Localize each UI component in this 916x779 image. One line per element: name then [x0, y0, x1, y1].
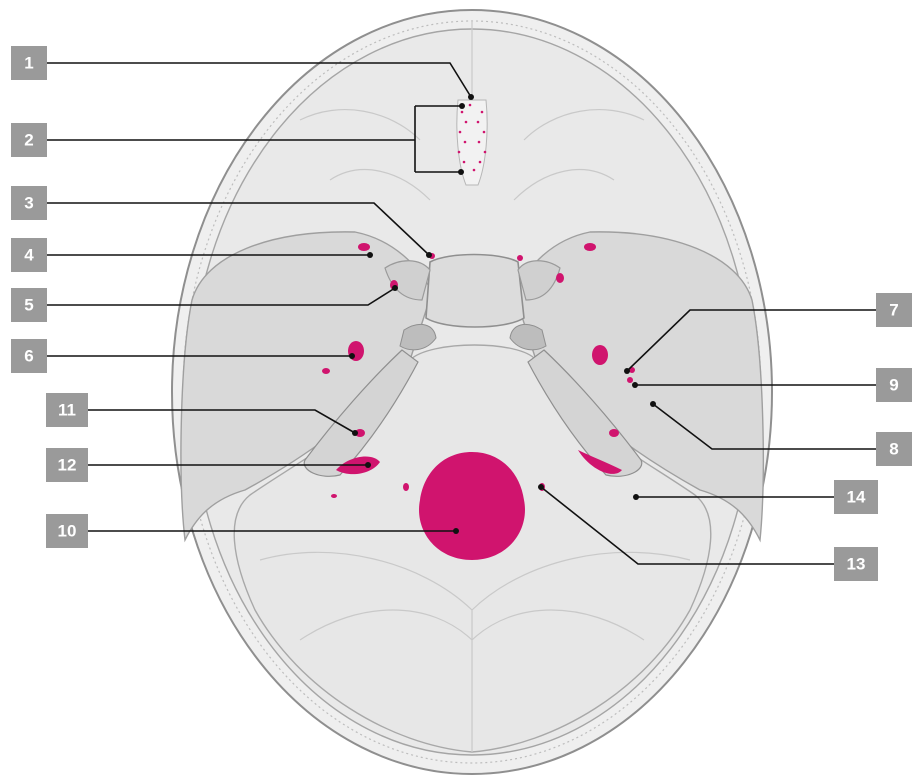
label-5: 5	[11, 288, 47, 322]
label-11-text: 11	[58, 401, 76, 420]
label-8: 8	[876, 432, 912, 466]
label-12-text: 12	[58, 456, 77, 475]
foramen-magnum	[419, 452, 525, 560]
label-9: 9	[876, 368, 912, 402]
internal-acoustic-meatus-right	[609, 429, 619, 437]
label-5-text: 5	[24, 296, 33, 315]
hypoglossal-canal-left	[403, 483, 409, 491]
label-3-text: 3	[24, 194, 33, 213]
optic-canal-right	[517, 255, 523, 261]
label-14-text: 14	[847, 488, 866, 507]
label-6-text: 6	[24, 347, 33, 366]
label-11: 11	[46, 393, 88, 427]
label-8-text: 8	[889, 440, 898, 459]
mastoid-foramen-left	[331, 494, 337, 498]
label-12: 12	[46, 448, 88, 482]
superior-orbital-fissure-left	[358, 243, 370, 251]
label-2: 2	[11, 123, 47, 157]
foramen-ovale-right	[592, 345, 608, 365]
label-10-text: 10	[58, 522, 77, 541]
foramen-rotundum-right	[556, 273, 564, 283]
label-13: 13	[834, 547, 878, 581]
foramen-spinosum-left	[322, 368, 330, 374]
label-2-text: 2	[24, 131, 33, 150]
label-9-text: 9	[889, 376, 898, 395]
superior-orbital-fissure-right	[584, 243, 596, 251]
label-7: 7	[876, 293, 912, 327]
label-13-text: 13	[847, 555, 866, 574]
label-6: 6	[11, 339, 47, 373]
label-10: 10	[46, 514, 88, 548]
label-14: 14	[834, 480, 878, 514]
label-3: 3	[11, 186, 47, 220]
label-1: 1	[11, 46, 47, 80]
label-4: 4	[11, 238, 47, 272]
foramen-spinosum-right	[627, 377, 633, 383]
label-7-text: 7	[889, 301, 898, 320]
label-1-text: 1	[24, 54, 33, 73]
label-4-text: 4	[24, 246, 34, 265]
